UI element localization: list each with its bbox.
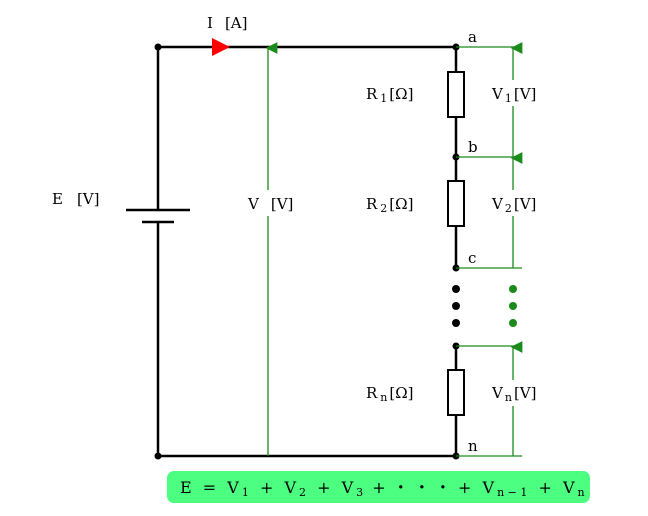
resistor-rn <box>447 369 465 416</box>
label-backgrounds <box>244 80 546 406</box>
circuit-wires <box>156 45 458 458</box>
resistor-r2 <box>447 180 465 227</box>
current-arrow-icon <box>212 38 230 56</box>
equation-box <box>167 471 590 503</box>
node-label-b: b <box>468 138 478 156</box>
current-label: I[A] <box>207 14 247 32</box>
voltage-ellipsis <box>509 285 517 327</box>
resistor-r1 <box>447 71 465 118</box>
battery-symbol <box>126 208 190 224</box>
junction-dots <box>154 43 460 460</box>
node-label-a: a <box>468 28 477 46</box>
source-label: E[V] <box>52 190 100 208</box>
node-label-n: n <box>468 437 478 455</box>
series-ellipsis <box>452 285 460 327</box>
node-label-c: c <box>468 249 476 267</box>
total-voltage-label: V[V] <box>247 195 293 213</box>
